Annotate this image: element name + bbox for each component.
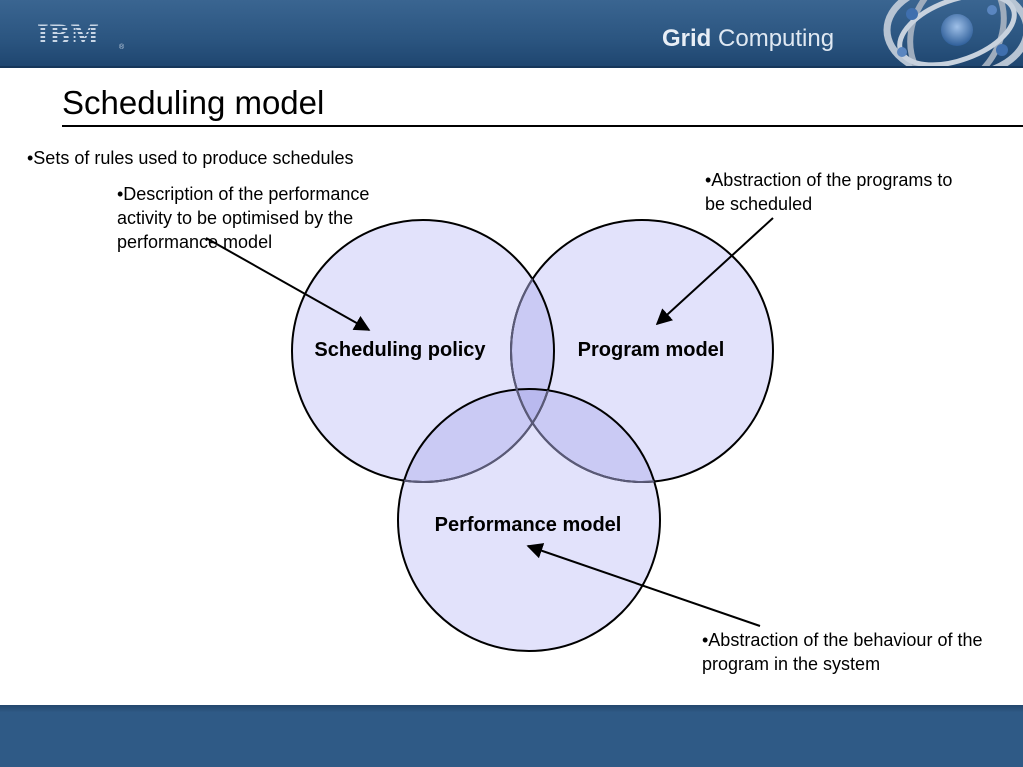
note-sets-of-rules: •Sets of rules used to produce schedules: [27, 148, 354, 168]
header-bar: IBM ® Grid Computing: [0, 0, 1023, 68]
brand-computing: Computing: [718, 25, 835, 52]
label-performance-model: Performance model: [435, 514, 622, 536]
label-scheduling-policy: Scheduling policy: [314, 339, 486, 361]
arrow-description: [205, 237, 371, 331]
grid-globe-icon: [883, 0, 1023, 66]
registered-mark: ®: [119, 44, 125, 51]
outline-overlaps: [398, 389, 660, 483]
note-description: •Description of the performance activity…: [117, 184, 370, 252]
overlap-program-performance: [511, 389, 660, 482]
brand-grid: Grid: [662, 25, 712, 52]
footer-bar: [0, 705, 1023, 767]
overlap-scheduling-performance: [398, 389, 554, 482]
title-divider: [62, 125, 1023, 127]
ibm-logo-text: IBM: [37, 20, 123, 50]
page-title: Scheduling model: [62, 84, 325, 121]
note-program-abstraction: •Abstraction of the programs to be sched…: [705, 170, 953, 214]
arrow-performance: [526, 543, 761, 627]
note-performance-abstraction: •Abstraction of the behaviour of the pro…: [702, 630, 983, 674]
label-program-model: Program model: [578, 339, 725, 361]
arrow-program: [655, 217, 774, 326]
circle-performance-outline: [397, 388, 661, 652]
ibm-logo: IBM ®: [37, 20, 125, 56]
brand-title: Grid Computing: [662, 24, 834, 54]
